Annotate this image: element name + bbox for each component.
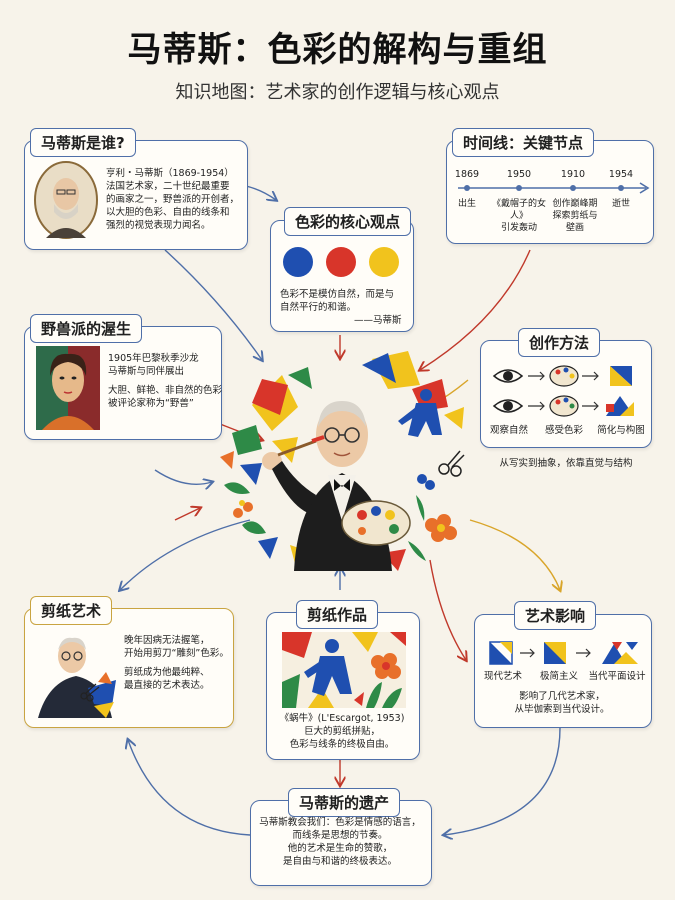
timeline-label: 《戴帽子的女人》 引发轰动 — [486, 198, 552, 234]
timeline-year: 1869 — [454, 169, 480, 180]
flower-icon — [371, 653, 401, 679]
color-quote-line: 自然平行的和谐。 — [280, 302, 357, 313]
who-text: 亨利・马蒂斯（1869-1954） 法国艺术家，二十世纪最重要 的画家之一，野兽… — [106, 167, 239, 232]
influence-line: 影响了几代艺术家， — [519, 691, 605, 702]
legacy-line: 他的艺术是生命的赞歌， — [287, 843, 393, 854]
method-label: 观察自然 — [489, 425, 528, 436]
fauve-line: 马蒂斯与同伴展出 — [108, 366, 185, 377]
yellow-circle-icon — [369, 247, 399, 277]
page-title: 马蒂斯：色彩的解构与重组 — [127, 30, 548, 70]
influence-label: 极简主义 — [539, 671, 578, 682]
method-icons — [492, 365, 634, 417]
shapes-icon — [606, 366, 634, 416]
works-caption-line: 《蜗牛》(L'Escargot, 1953) — [279, 713, 405, 724]
timeline-label-line: 出生 — [457, 199, 476, 209]
escargot-artwork-image — [282, 632, 406, 708]
works-heading: 剪纸作品 — [296, 600, 379, 629]
timeline-axis — [458, 182, 650, 194]
flower-icon — [408, 474, 457, 561]
influence-card — [474, 614, 652, 728]
scissors-icon — [438, 450, 465, 477]
fauve-line: 大胆、鲜艳、非自然的色彩 — [108, 385, 223, 396]
red-circle-icon — [326, 247, 356, 277]
timeline-heading: 时间线：关键节点 — [452, 128, 595, 157]
palette-icon — [549, 365, 579, 417]
paper-heading: 剪纸艺术 — [30, 596, 113, 625]
timeline-label-line: 引发轰动 — [500, 223, 537, 233]
color-signature: ——马蒂斯 — [354, 315, 402, 326]
method-heading: 创作方法 — [518, 328, 601, 357]
fauve-line: 1905年巴黎秋季沙龙 — [108, 353, 199, 364]
legacy-heading: 马蒂斯的遗产 — [288, 788, 401, 817]
timeline-label-line: 壁画 — [565, 223, 584, 233]
page-subtitle: 知识地图：艺术家的创作逻辑与核心观点 — [175, 82, 500, 103]
who-line: 强烈的视觉表现力闻名。 — [106, 220, 211, 231]
legacy-line: 是自由与和谐的终极表达。 — [282, 856, 397, 867]
minimalism-icon — [544, 642, 566, 664]
method-footer: 从写实到抽象，依靠直觉与结构 — [499, 458, 633, 469]
influence-line: 从毕伽索到当代设计。 — [514, 704, 610, 715]
timeline-label: 逝世 — [606, 198, 636, 210]
fauve-text: 1905年巴黎秋季沙龙 马蒂斯与同伴展出 大胆、鲜艳、非自然的色彩 被评论家称为… — [108, 352, 222, 410]
color-heading: 色彩的核心观点 — [284, 207, 412, 236]
paper-line: 剪纸成为他最纯粹、 — [124, 667, 210, 678]
color-quote-line: 色彩不是模仿自然，而是与 — [280, 289, 395, 300]
fauve-line: 被评论家称为“野兽” — [108, 398, 194, 409]
paper-line: 晚年因病无法握笔， — [124, 635, 210, 646]
color-circles — [283, 247, 399, 277]
works-caption-line: 色彩与线条的终极自由。 — [289, 739, 395, 750]
eye-icon — [492, 369, 524, 413]
paper-cutting-portrait-icon — [38, 637, 116, 718]
influence-text: 影响了几代艺术家， 从毕伽索到当代设计。 — [478, 690, 646, 716]
who-line: 以大胆的色彩、自由的线条和 — [106, 207, 230, 218]
works-caption-line: 巨大的剪纸拼贴， — [303, 726, 380, 737]
influence-label: 现代艺术 — [483, 671, 522, 682]
who-line: 亨利・马蒂斯（1869-1954） — [106, 168, 234, 179]
timeline-year: 1950 — [506, 169, 532, 180]
who-heading: 马蒂斯是谁? — [30, 128, 136, 157]
method-label: 感受色彩 — [544, 425, 583, 436]
timeline-year: 1910 — [560, 169, 586, 180]
paper-text: 晚年因病无法握笔， 开始用剪刀“雕刻”色彩。 剪纸成为他最纯粹、 最直接的艺术表… — [124, 634, 229, 692]
timeline-label: 出生 — [452, 198, 482, 210]
works-caption: 《蜗牛》(L'Escargot, 1953) 巨大的剪纸拼贴， 色彩与线条的终极… — [268, 712, 416, 751]
paper-line: 最直接的艺术表达。 — [124, 680, 210, 691]
color-quote: 色彩不是模仿自然，而是与 自然平行的和谐。 — [280, 288, 406, 314]
method-label: 简化与构图 — [597, 425, 645, 436]
timeline-label: 创作巅峰期 探索剪纸与 壁画 — [548, 198, 602, 234]
paper-line: 开始用剪刀“雕刻”色彩。 — [124, 648, 229, 659]
legacy-line: 马蒂斯教会我们：色彩是情感的语言， — [259, 817, 421, 828]
timeline-label-line: 创作巅峰期 — [552, 199, 598, 209]
fauve-portrait-icon — [36, 346, 100, 430]
timeline-label-line: 逝世 — [611, 199, 630, 209]
influence-icons — [489, 641, 638, 665]
timeline-label-line: 探索剪纸与 — [552, 211, 598, 221]
blue-circle-icon — [283, 247, 313, 277]
matisse-central-illustration — [220, 351, 465, 571]
influence-label: 当代平面设计 — [588, 671, 646, 682]
who-line: 法国艺术家，二十世纪最重要 — [106, 181, 230, 192]
timeline-label-line: 《戴帽子的女人》 — [491, 199, 546, 221]
who-line: 的画家之一，野兽派的开创者， — [106, 194, 240, 205]
legacy-text: 马蒂斯教会我们：色彩是情感的语言， 而线条是思想的节奏。 他的艺术是生命的赞歌，… — [250, 816, 430, 868]
blue-figure-icon — [398, 389, 442, 437]
graphic-design-icon — [602, 642, 638, 664]
influence-heading: 艺术影响 — [514, 601, 597, 630]
modern-art-icon — [489, 641, 513, 665]
fauve-heading: 野兽派的渥生 — [30, 314, 143, 343]
matisse-portrait-icon — [34, 161, 98, 239]
legacy-line: 而线条是思想的节奏。 — [292, 830, 388, 841]
timeline-year: 1954 — [608, 169, 634, 180]
